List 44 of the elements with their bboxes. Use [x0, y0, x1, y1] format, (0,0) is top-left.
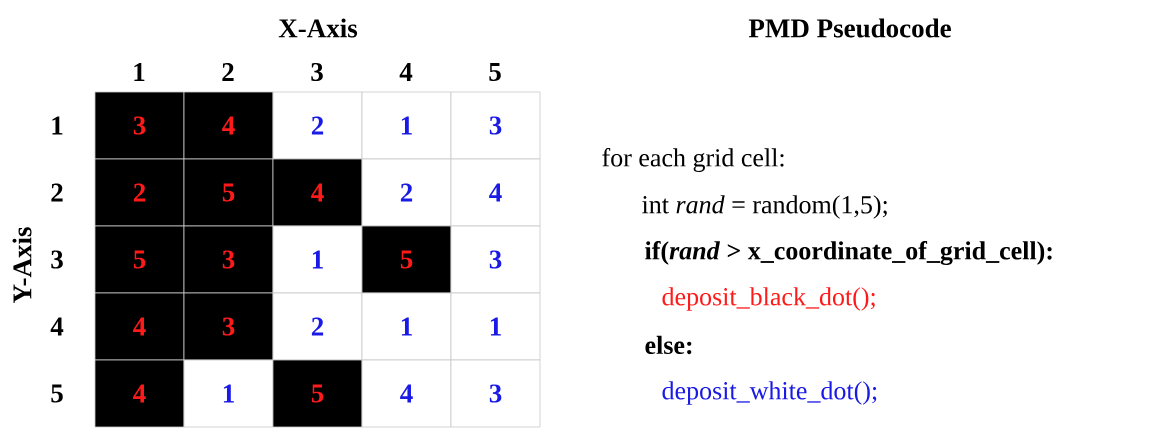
grid-cell: 3: [450, 225, 541, 294]
grid-cell: 3: [183, 225, 274, 294]
column-number: 4: [399, 63, 413, 81]
column-number: 2: [222, 63, 234, 81]
grid-cell: 1: [183, 359, 274, 428]
grid-cell: 3: [450, 91, 541, 160]
grid-cell: 1: [272, 225, 363, 294]
row-number: 1: [52, 116, 63, 135]
grid-cell: 5: [94, 225, 185, 294]
grid-cell: 1: [361, 91, 452, 160]
grid-cell: 4: [183, 91, 274, 160]
row-number: 4: [50, 317, 64, 336]
grid-cell: 2: [272, 292, 363, 361]
column-number: 1: [134, 63, 145, 81]
code-line: if(rand > x_coordinate_of_grid_cell):: [645, 241, 1052, 266]
grid-cell: 2: [94, 158, 185, 227]
code-line: else:: [645, 335, 692, 355]
grid-cell: 4: [94, 359, 185, 428]
grid-cell: 5: [272, 359, 363, 428]
axis-title: X-Axis: [278, 18, 358, 38]
code-line: int rand = random(1,5);: [642, 195, 887, 219]
grid-cell: 3: [450, 359, 541, 428]
grid-cell: 1: [450, 292, 541, 361]
code-line: for each grid cell:: [602, 148, 784, 172]
grid-cell: 2: [361, 158, 452, 227]
grid-cell: 4: [361, 359, 452, 428]
grid-cell: 4: [450, 158, 541, 227]
code-line: deposit_black_dot();: [662, 287, 875, 311]
grid-cell: 2: [272, 91, 363, 160]
column-number: 3: [311, 62, 323, 82]
grid-cell: 4: [272, 158, 363, 227]
column-number: 5: [489, 63, 501, 81]
axis-title: Y-Axis: [12, 227, 32, 304]
grid-cell: 5: [183, 158, 274, 227]
grid-cell: 5: [361, 225, 452, 294]
grid-cell: 3: [183, 292, 274, 361]
row-number: 2: [51, 183, 63, 202]
grid-cell: 4: [94, 292, 185, 361]
row-number: 3: [51, 250, 63, 269]
code-line: deposit_white_dot();: [662, 381, 877, 405]
row-number: 5: [51, 384, 63, 403]
heading: PMD Pseudocode: [748, 18, 951, 38]
grid-cell: 3: [94, 91, 185, 160]
grid-cell: 1: [361, 292, 452, 361]
